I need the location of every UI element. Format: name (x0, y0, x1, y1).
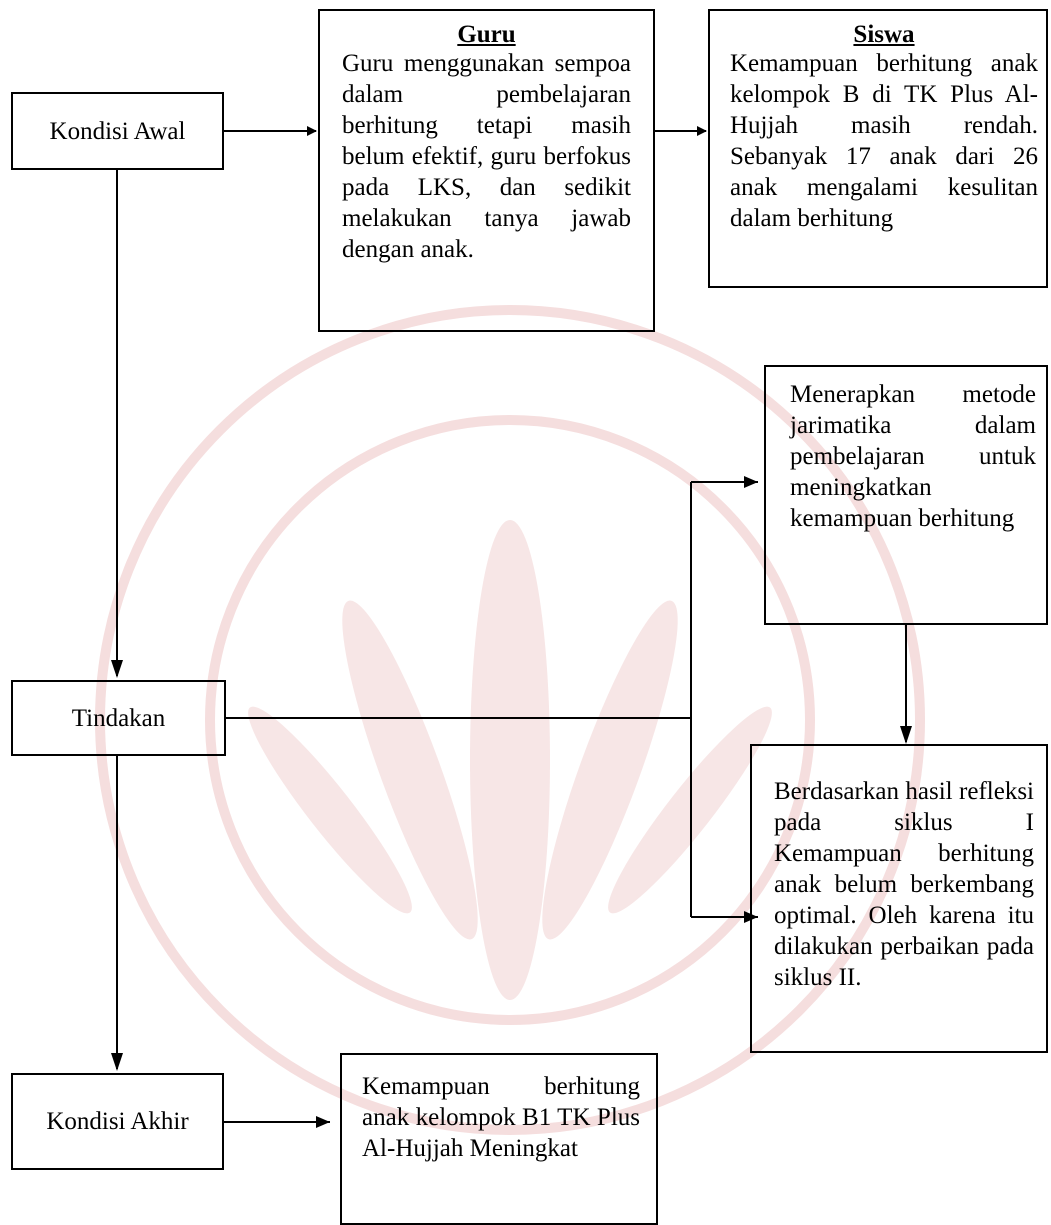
node-siswa-text: Kemampuan berhitung anak kelompok B di T… (730, 50, 1038, 232)
node-siswa: Siswa Kemampuan berhitung anak kelompok … (708, 9, 1048, 288)
node-refleksi-text: Berdasarkan hasil refleksi pada siklus I… (774, 778, 1034, 991)
node-guru-text: Guru menggunakan sempoa dalam pembelajar… (342, 50, 631, 263)
node-siswa-title: Siswa (853, 21, 915, 48)
node-guru: Guru Guru menggunakan sempoa dalam pembe… (318, 9, 655, 332)
node-guru-title: Guru (457, 21, 516, 48)
node-kondisi-awal: Kondisi Awal (11, 92, 224, 170)
node-tindakan-label: Tindakan (71, 704, 166, 732)
node-metode-jarimatika: Menerapkan metode jarimatika dalam pembe… (764, 365, 1048, 625)
node-tindakan: Tindakan (11, 680, 226, 756)
node-kondisi-akhir-label: Kondisi Akhir (46, 1108, 189, 1135)
node-hasil: Kemampuan berhitung anak kelompok B1 TK … (340, 1053, 658, 1225)
node-hasil-text: Kemampuan berhitung anak kelompok B1 TK … (362, 1073, 640, 1162)
node-kondisi-awal-label: Kondisi Awal (49, 117, 186, 145)
node-refleksi: Berdasarkan hasil refleksi pada siklus I… (750, 744, 1048, 1053)
node-kondisi-akhir: Kondisi Akhir (11, 1073, 224, 1170)
node-metode-text: Menerapkan metode jarimatika dalam pembe… (790, 381, 1036, 532)
